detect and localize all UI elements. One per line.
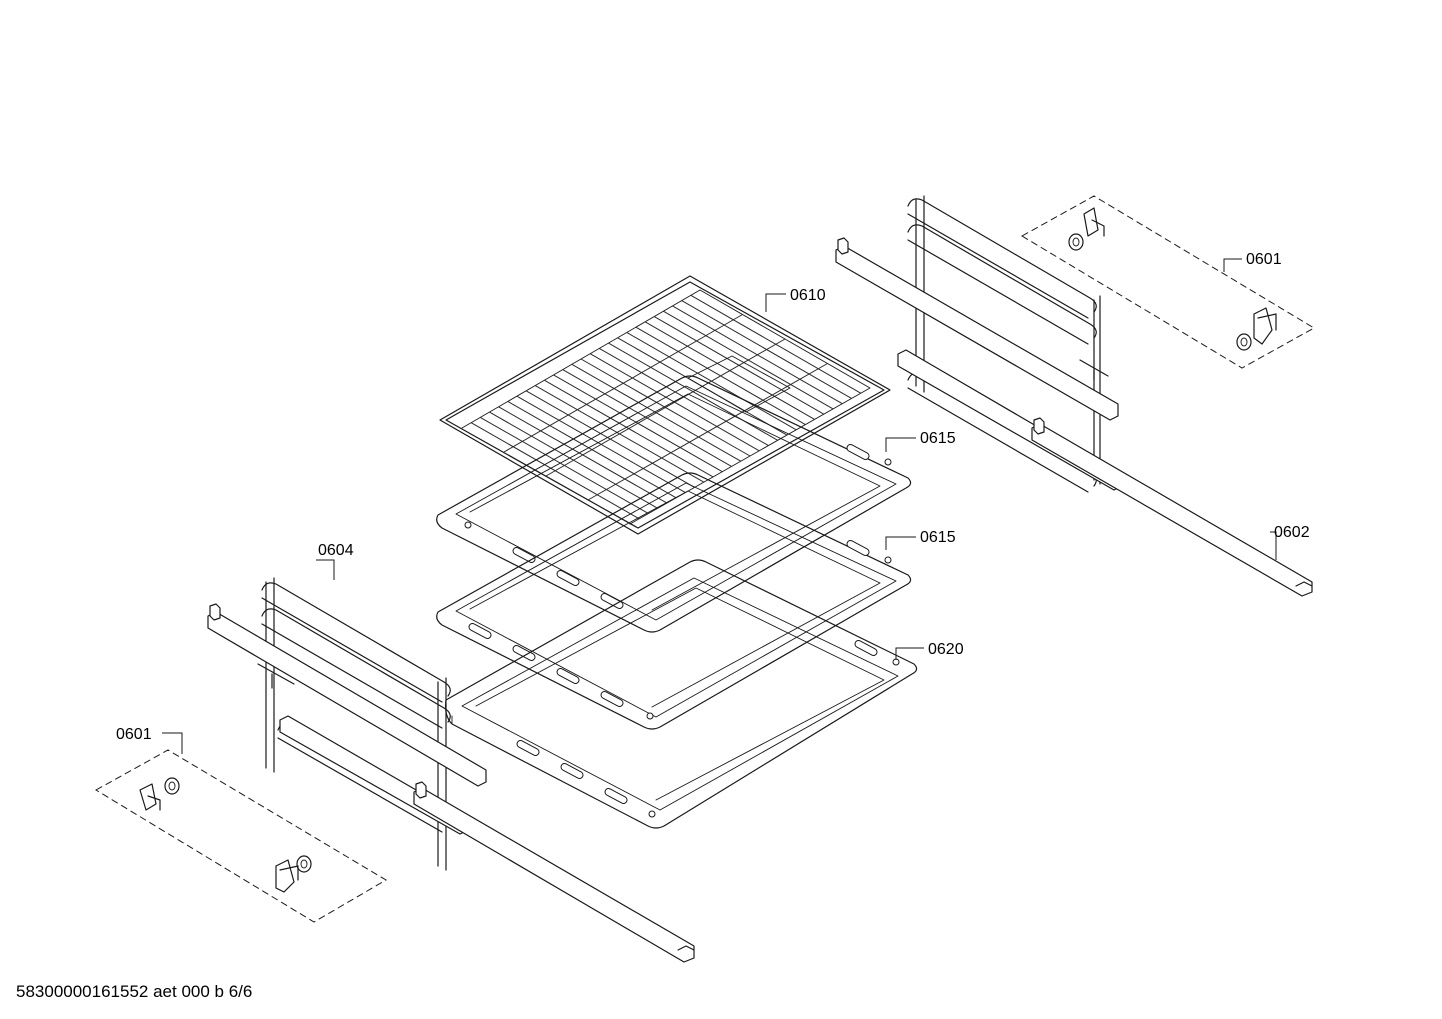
- label-0610: 0610: [790, 287, 826, 304]
- telescopic-rail-right: [1031, 417, 1313, 597]
- baking-tray-upper: [436, 375, 912, 633]
- label-0615-lower: 0615: [920, 529, 956, 546]
- part-labels: 0601 0610 0615 0615 0620 0602 0604 0601: [116, 251, 1310, 743]
- leader-lines: [162, 258, 1277, 754]
- telescopic-rail-left: [413, 781, 695, 963]
- wire-rack: [439, 275, 891, 535]
- clip-kit-right: [1021, 195, 1315, 369]
- label-0604: 0604: [318, 542, 354, 559]
- label-0601-left: 0601: [116, 726, 152, 743]
- baking-tray-lower: [436, 472, 912, 730]
- label-0620: 0620: [928, 641, 964, 658]
- clip-kit-left: [95, 749, 387, 923]
- label-0601-right: 0601: [1246, 251, 1282, 268]
- document-code: 58300000161552 aet 000 b 6/6: [16, 982, 253, 1001]
- left-shelf-support: [207, 577, 487, 871]
- label-0615-upper: 0615: [920, 430, 956, 447]
- label-0602: 0602: [1274, 524, 1310, 541]
- deep-baking-tray: [445, 559, 918, 829]
